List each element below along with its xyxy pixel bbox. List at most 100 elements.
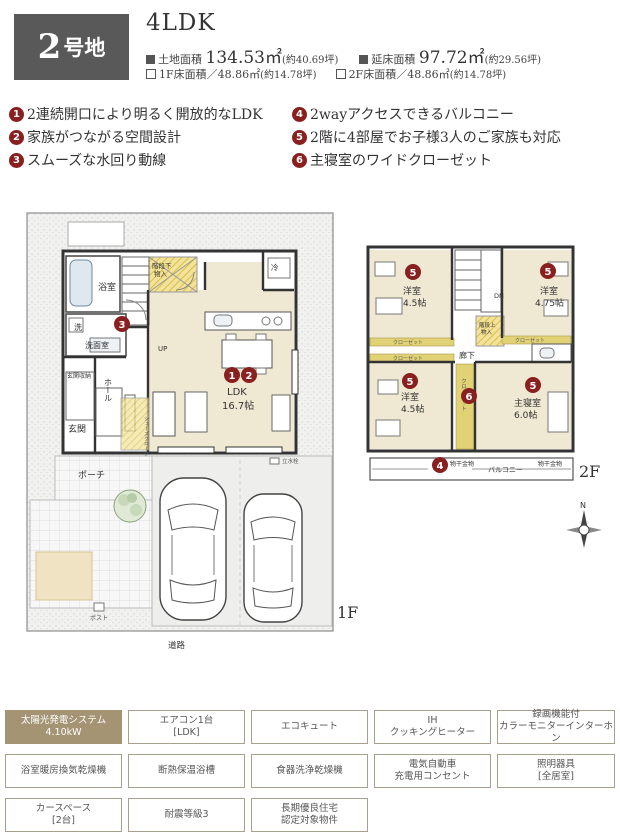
spec-tag-line1: 浴室暖房換気乾燥機	[20, 765, 107, 776]
plan-1f: 浴室 階段下物入 冷 洗 洗面室 UP 玄関収納 ホール 玄関 ポーチ シューズ…	[26, 212, 358, 651]
spec-tag: 浴室暖房換気乾燥機	[5, 754, 122, 788]
area-row-main: 土地面積 134.53㎡(約40.69坪) 延床面積 97.72㎡(約29.56…	[146, 43, 541, 68]
bathtub	[69, 259, 93, 307]
spec-tag-line2: 充電用コンセント	[394, 771, 471, 782]
closet-label: クローゼット	[515, 337, 545, 344]
shoes-closet	[120, 397, 150, 451]
spec-tag: カースペース[2台]	[5, 798, 122, 832]
open-square-icon	[146, 69, 156, 79]
feature-number: 3	[9, 152, 24, 168]
floor-1f-label: 1F	[337, 603, 358, 622]
spec-tag-line2: [LDK]	[173, 727, 200, 738]
spec-tag-line1: 食器洗浄乾燥機	[276, 765, 343, 776]
feature-text: 2wayアクセスできるバルコニー	[310, 107, 514, 123]
compass-north-label: N	[580, 501, 586, 510]
plan-2f: 洋室 4.5帖 洋室 4.75帖 洋室 4.5帖 主寝室 6.0帖 廊下 DN …	[366, 245, 600, 481]
floor2-tsubo: (約14.78坪)	[449, 70, 507, 81]
spec-tag-line1: エアコン1台	[159, 715, 214, 726]
feature-number: 2	[9, 129, 24, 145]
master-label: 主寝室	[514, 397, 541, 409]
entry-storage	[65, 371, 95, 421]
closet-band	[369, 337, 455, 347]
garden-bed	[35, 551, 93, 601]
room-a-size: 4.5帖	[403, 297, 426, 309]
floor-area-tsubo: (約29.56坪)	[484, 55, 542, 66]
svg-text:5: 5	[530, 381, 537, 392]
car-icon	[159, 477, 227, 621]
drying-right-label: 物干金物	[538, 460, 562, 468]
spec-tag: 長期優良住宅認定対象物件	[251, 798, 368, 832]
svg-text:2: 2	[246, 371, 253, 382]
lot-unit: 号地	[63, 35, 106, 60]
spec-tag-line2: クッキングヒーター	[389, 727, 476, 738]
room-c-size: 4.5帖	[401, 403, 424, 415]
lot-number: 2	[37, 27, 62, 67]
spec-tag-line1: 電気自動車	[408, 759, 457, 770]
floor-area-value: 97.72㎡	[418, 48, 485, 68]
spec-tag: 断熱保温浴槽	[128, 754, 245, 788]
up-label: UP	[158, 345, 167, 353]
floor-2f-label: 2F	[579, 462, 600, 481]
feature-number: 1	[9, 106, 24, 122]
post-label: ポスト	[90, 614, 108, 622]
spec-tag: 照明器具[全居室]	[497, 754, 615, 788]
filled-square-icon	[359, 55, 369, 64]
spec-tag: 電気自動車充電用コンセント	[374, 754, 491, 788]
spec-tag-line1: エコキュート	[280, 721, 338, 732]
balcony-label: バルコニー	[488, 466, 523, 474]
faucet-label: 立水栓	[282, 457, 299, 465]
floor-area-label: 延床面積	[371, 53, 416, 66]
hall-label: ホール	[104, 378, 113, 402]
spec-tag-line1: 断熱保温浴槽	[157, 765, 215, 776]
spec-tag: 耐震等級3	[128, 798, 245, 832]
stairs-storage-label: 階段下物入	[152, 261, 172, 278]
ldk-size: 16.7帖	[222, 399, 254, 412]
sofa	[152, 391, 176, 437]
road-label: 道路	[168, 640, 186, 651]
spec-tag-line1: 太陽光発電システム	[20, 715, 107, 726]
area-row-floors: 1F床面積／48.86㎡(約14.78坪) 2F床面積／48.86㎡(約14.7…	[146, 66, 506, 82]
spec-tag-line2: 4.10kW	[45, 727, 82, 738]
drying-left-label: 物干金物	[450, 460, 474, 468]
spec-tag-line1: 耐震等級3	[164, 809, 209, 820]
stair-storage-2f	[475, 315, 505, 347]
spec-tag-line2: カラーモニターインターホン	[498, 721, 613, 744]
feature-text: 2連続開口により明るく開放的なLDK	[27, 107, 263, 123]
spec-tag-line1: カースペース	[35, 803, 92, 814]
floor2-area: 2F床面積／48.86㎡	[348, 68, 450, 81]
ac-unit	[67, 221, 125, 247]
tv-stand	[271, 394, 291, 432]
land-area-value: 134.53㎡	[205, 48, 282, 68]
floor1-tsubo: (約14.78坪)	[260, 70, 317, 81]
svg-text:6: 6	[466, 392, 473, 403]
feature-number: 6	[292, 152, 307, 168]
spec-tag-line1: 録画機能付	[532, 709, 580, 720]
compass-icon: N	[566, 501, 602, 548]
balcony	[369, 457, 574, 481]
ldk-label: LDK	[227, 387, 247, 398]
fridge-label: 冷	[271, 262, 279, 272]
car-icon	[243, 493, 303, 623]
spec-tag-line1: 照明器具	[536, 759, 575, 770]
entrance-label: 玄関	[68, 423, 86, 435]
plan-markers: 3 1 2 5 5 5 5 6 4	[114, 263, 556, 473]
spec-tag-line1: 長期優良住宅	[280, 803, 338, 814]
tree-icon	[113, 489, 147, 523]
land-area-label: 土地面積	[158, 53, 202, 66]
feature-text: スムーズな水回り動線	[27, 153, 167, 169]
svg-text:3: 3	[119, 320, 126, 331]
feature-text: 家族がつながる空間設計	[27, 130, 181, 146]
stairs-storage-2f-label: 階段上物入	[479, 321, 496, 336]
feature-number: 4	[292, 106, 307, 122]
stairs-2f	[454, 249, 482, 311]
closet-label: クローゼット	[393, 355, 423, 362]
room-c-label: 洋室	[401, 391, 419, 403]
spec-tag: エアコン1台[LDK]	[128, 710, 245, 744]
room-b-size: 4.75帖	[535, 297, 564, 309]
